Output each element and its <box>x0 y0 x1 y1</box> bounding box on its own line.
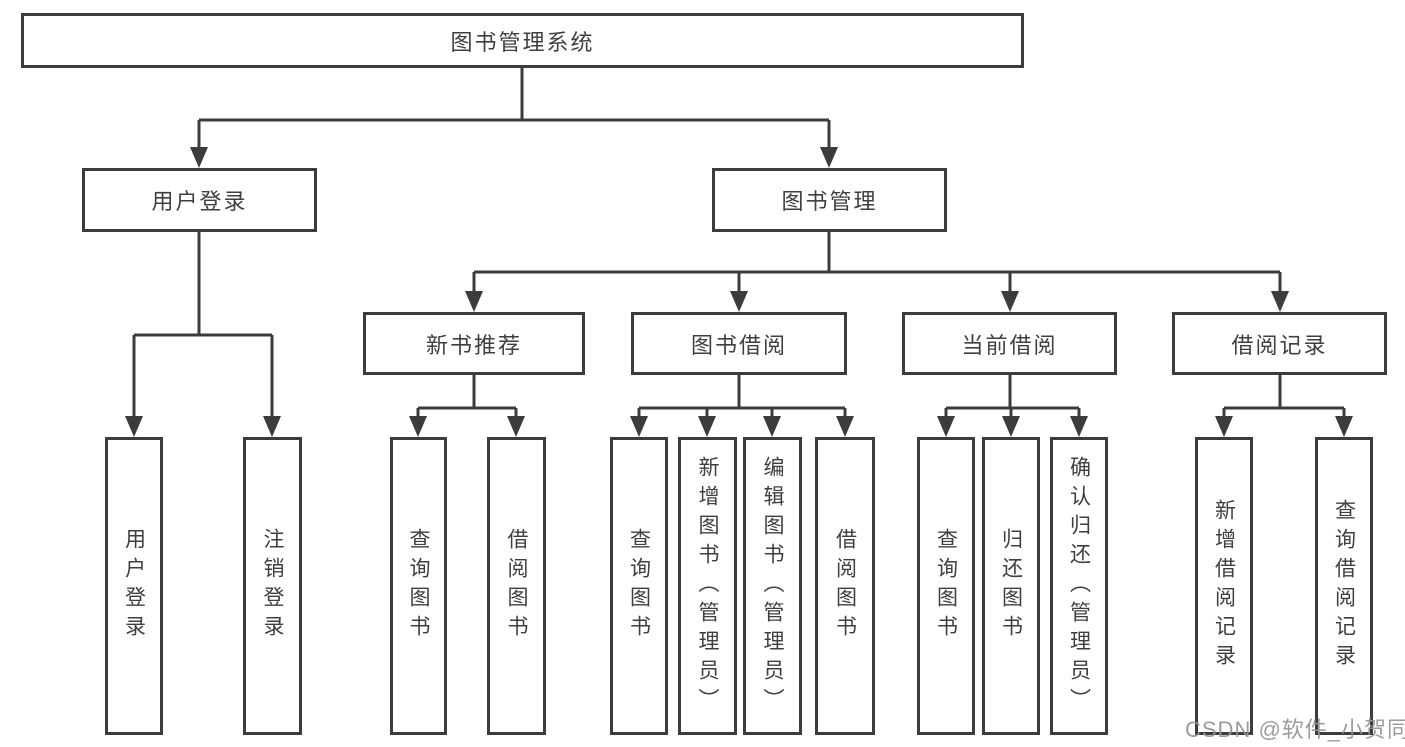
arrowhead <box>1335 416 1353 437</box>
connector-user-login-to-leaves <box>125 232 281 437</box>
csdn-watermark: CSDN @软件_小贺同学 <box>1185 717 1405 742</box>
arrowhead <box>630 416 648 437</box>
arrowhead <box>190 147 208 168</box>
arrowhead <box>409 416 427 437</box>
node-book-borrowing: 图书借阅 <box>631 312 847 375</box>
connector-current-borrow-to-leaves <box>937 375 1088 437</box>
arrowhead <box>836 416 854 437</box>
node-user-login: 用户登录 <box>82 168 317 232</box>
node-borrowing-records: 借阅记录 <box>1172 312 1387 375</box>
arrowhead <box>125 416 143 437</box>
leaf-add-borrow-record: 新增借阅记录 <box>1195 437 1253 735</box>
arrowhead <box>937 416 955 437</box>
connector-root-to-level2 <box>190 68 838 168</box>
arrowhead <box>1001 291 1019 312</box>
connector-book-borrow-to-leaves <box>630 375 854 437</box>
arrowhead <box>507 416 525 437</box>
leaf-user-login: 用户登录 <box>105 437 163 735</box>
arrowhead <box>820 147 838 168</box>
leaf-query-borrow-record: 查询借阅记录 <box>1315 437 1373 735</box>
arrowhead <box>730 291 748 312</box>
connector-book-mgmt-to-level3 <box>465 232 1289 312</box>
node-new-book-recommend: 新书推荐 <box>363 312 585 375</box>
connector-borrow-records-to-leaves <box>1215 375 1353 437</box>
leaf-query-books-recommend: 查询图书 <box>390 437 447 735</box>
node-book-management: 图书管理 <box>712 168 947 232</box>
leaf-confirm-return-admin: 确认归还（管理员） <box>1050 437 1108 735</box>
leaf-edit-books-admin: 编辑图书（管理员） <box>743 437 802 735</box>
connector-new-books-to-leaves <box>409 375 525 437</box>
leaf-query-books-borrowing: 查询图书 <box>610 437 668 735</box>
node-current-borrowing: 当前借阅 <box>902 312 1117 375</box>
arrowhead <box>763 416 781 437</box>
leaf-query-books-current: 查询图书 <box>917 437 975 735</box>
arrowhead <box>698 416 716 437</box>
arrowhead <box>1271 291 1289 312</box>
leaf-logout-login: 注销登录 <box>243 437 302 735</box>
node-library-system: 图书管理系统 <box>21 13 1024 68</box>
leaf-borrow-books-borrowing: 借阅图书 <box>815 437 875 735</box>
arrowhead <box>1070 416 1088 437</box>
leaf-borrow-books-recommend: 借阅图书 <box>487 437 546 735</box>
arrowhead <box>465 291 483 312</box>
arrowhead <box>263 416 281 437</box>
leaf-return-books: 归还图书 <box>982 437 1040 735</box>
leaf-add-books-admin: 新增图书（管理员） <box>678 437 737 735</box>
arrowhead <box>1215 416 1233 437</box>
arrowhead <box>1002 416 1020 437</box>
